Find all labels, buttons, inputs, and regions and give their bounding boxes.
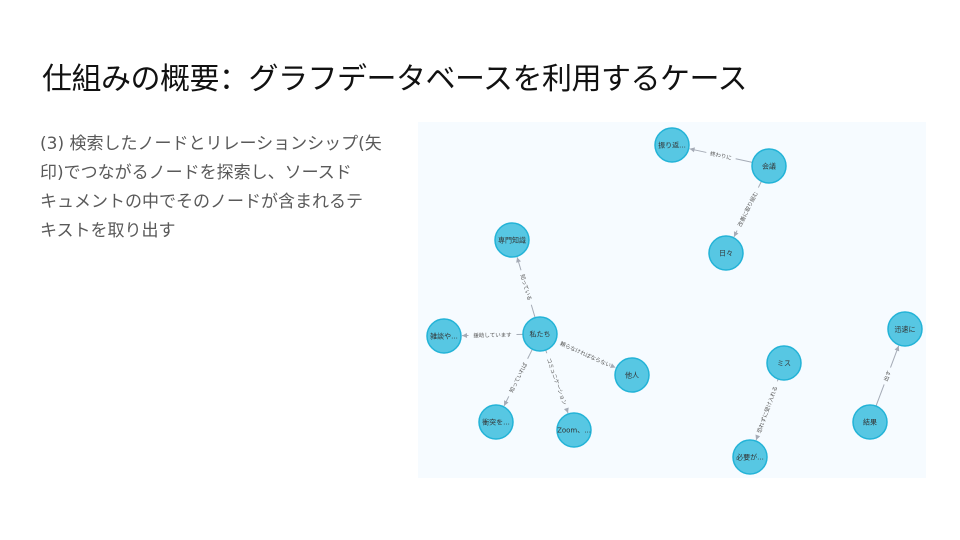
edge-line — [757, 181, 762, 188]
graph-node[interactable]: 日々 — [708, 235, 744, 271]
edge-line — [875, 384, 885, 407]
graph-node[interactable]: 専門知識 — [494, 222, 530, 258]
graph-node[interactable]: 他人 — [614, 357, 650, 393]
graph-edge[interactable]: 改善に取り組む — [733, 181, 762, 238]
node-circle — [751, 148, 787, 184]
node-circle — [732, 439, 768, 475]
graph-node[interactable]: 迅速に — [887, 311, 923, 347]
edge-label: 援助しています — [473, 331, 512, 340]
node-label: 私たち — [530, 330, 551, 339]
graph-node[interactable]: 私たち — [522, 316, 558, 352]
arrowhead-icon — [755, 434, 761, 441]
edge-label: 改善に取り組む — [736, 190, 760, 229]
graph-diagram: 終わりに改善に取り組む知っている援助しています知っていればコミュニケーション頼ら… — [426, 127, 923, 475]
body-line: キストを取り出す — [40, 221, 176, 241]
node-circle — [852, 404, 888, 440]
node-label: 必要が... — [736, 453, 764, 462]
edge-label: 出す — [882, 369, 894, 383]
node-label: 結果 — [863, 418, 877, 427]
node-circle — [614, 357, 650, 393]
node-circle — [766, 345, 802, 381]
graph-node[interactable]: 雑談や... — [426, 318, 462, 354]
node-label: 専門知識 — [498, 236, 526, 245]
node-circle — [478, 404, 514, 440]
graph-edge[interactable]: 知っている — [516, 257, 536, 318]
edge-label: コミュニケーション — [545, 357, 568, 406]
graph-node[interactable]: ミス — [766, 345, 802, 381]
edge-line — [530, 304, 536, 318]
node-label: 迅速に — [895, 326, 916, 334]
node-label: Zoom、... — [557, 427, 591, 435]
graph-node[interactable]: 衝突を... — [478, 404, 514, 440]
graph-node[interactable]: Zoom、... — [556, 412, 592, 448]
arrowhead-icon — [689, 147, 696, 153]
slide-title: 仕組みの概要：グラフデータベースを利用するケース — [42, 62, 748, 97]
arrowhead-icon — [894, 345, 900, 352]
node-circle — [494, 222, 530, 258]
node-label: ミス — [777, 360, 791, 368]
arrowhead-icon — [504, 400, 509, 406]
graph-edge[interactable]: 終わりに — [689, 147, 753, 163]
body-line: 印)でつながるノードを探索し、ソースド — [40, 163, 352, 183]
graph-node[interactable]: 会議 — [751, 148, 787, 184]
edge-line — [527, 348, 533, 359]
graph-edge[interactable]: 恐れずに受け入れる — [755, 378, 779, 441]
edge-line — [735, 158, 753, 163]
edge-label: 頼らなければならない — [559, 339, 613, 369]
node-label: 会議 — [762, 162, 776, 171]
graph-node[interactable]: 必要が... — [732, 439, 768, 475]
node-label: 日々 — [719, 250, 733, 258]
node-circle — [887, 311, 923, 347]
edge-label: 知っていれば — [507, 361, 529, 394]
body-line: キュメントの中でそのノードが含まれるテ — [40, 192, 363, 212]
edge-label: 終わりに — [709, 149, 732, 161]
edge-label: 知っている — [518, 273, 533, 301]
node-label: 衝突を... — [482, 418, 510, 427]
slide-body-text: (3) 検索したノードとリレーションシップ(矢 印)でつながるノードを探索し、ソ… — [40, 130, 410, 246]
arrowhead-icon — [609, 363, 616, 368]
body-line: (3) 検索したノードとリレーションシップ(矢 — [40, 134, 382, 154]
graph-panel: 終わりに改善に取り組む知っている援助しています知っていればコミュニケーション頼ら… — [418, 122, 926, 478]
node-circle — [708, 235, 744, 271]
edge-label: 恐れずに受け入れる — [755, 385, 779, 434]
graph-node[interactable]: 結果 — [852, 404, 888, 440]
node-label: 雑談や... — [430, 332, 458, 341]
graph-edge[interactable]: 出す — [875, 345, 900, 407]
arrowhead-icon — [461, 333, 468, 339]
arrowhead-icon — [563, 407, 569, 414]
graph-edge[interactable]: 頼らなければならない — [555, 339, 616, 369]
node-label: 他人 — [625, 371, 639, 380]
node-circle — [522, 316, 558, 352]
graph-node[interactable]: 振り返... — [654, 127, 690, 163]
node-circle — [426, 318, 462, 354]
node-label: 振り返... — [658, 141, 686, 150]
arrowhead-icon — [733, 231, 739, 237]
graph-edge[interactable]: コミュニケーション — [545, 349, 569, 414]
node-circle — [654, 127, 690, 163]
arrowhead-icon — [516, 257, 521, 263]
graph-edge[interactable]: 知っていれば — [503, 348, 533, 407]
graph-edge[interactable]: 援助しています — [461, 331, 524, 340]
node-circle — [556, 412, 592, 448]
